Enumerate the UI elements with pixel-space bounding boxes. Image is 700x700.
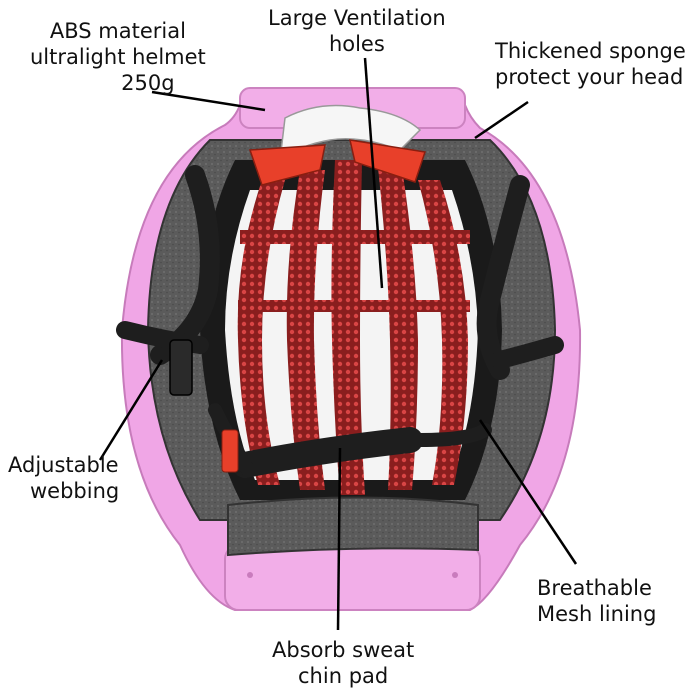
label-ventilation-line2: holes	[328, 32, 385, 56]
label-sponge: Thickened sponge protect your head	[495, 38, 686, 90]
label-sponge-line2: protect your head	[495, 65, 684, 89]
label-webbing-line1: Adjustable	[8, 453, 119, 477]
label-sponge-line1: Thickened sponge	[495, 39, 686, 63]
chin-pad	[227, 496, 479, 557]
label-mesh-line1: Breathable	[537, 576, 652, 600]
label-ventilation-line1: Large Ventilation	[268, 6, 446, 30]
red-pad-right	[349, 139, 426, 183]
front-clip	[279, 104, 422, 162]
label-webbing-line2: webbing	[30, 479, 120, 503]
red-pad-left	[248, 144, 326, 186]
red-strap-tab	[221, 429, 239, 473]
helmet-rear-bar	[224, 544, 481, 611]
mesh-lining-ribs	[237, 160, 470, 495]
label-chin-pad: Absorb sweat chin pad	[272, 637, 414, 689]
label-chin-line1: Absorb sweat	[272, 638, 415, 662]
label-abs-line1: ABS material	[49, 19, 186, 43]
label-webbing: Adjustable webbing	[8, 452, 119, 504]
label-abs-material: ABS material ultralight helmet 250g	[30, 18, 206, 96]
label-chin-line2: chin pad	[298, 664, 389, 688]
annotation-lines	[98, 57, 578, 631]
label-abs-line3: 250g	[121, 71, 175, 95]
label-mesh: Breathable Mesh lining	[537, 575, 656, 627]
label-abs-line2: ultralight helmet	[30, 45, 206, 69]
label-mesh-line2: Mesh lining	[537, 602, 657, 626]
strap-buckle	[169, 339, 193, 396]
label-ventilation: Large Ventilation holes	[268, 5, 446, 57]
